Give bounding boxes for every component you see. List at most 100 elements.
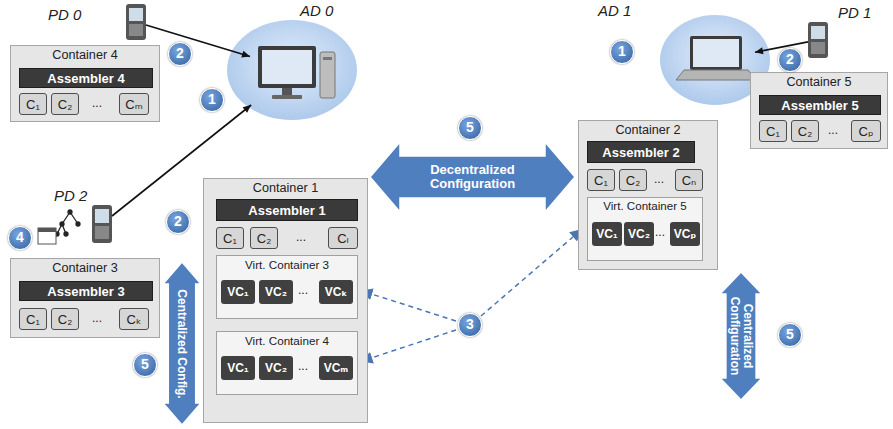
- device-label: PD 0: [48, 6, 81, 23]
- callout-number: 5: [133, 353, 157, 377]
- virtual-container: Virt. Container 5 VC₁ VC₂ VCₚ: [587, 197, 703, 261]
- box-label: Cₖ: [127, 312, 142, 327]
- box-label: VC₂: [265, 361, 287, 375]
- device-icon: AD 0: [250, 35, 340, 105]
- component-box: Cₖ: [119, 308, 149, 330]
- container-title: Virt. Container 5: [588, 198, 702, 212]
- virtual-component: VCₖ: [319, 280, 353, 304]
- container-title: Container 4: [11, 46, 159, 62]
- device-label: AD 1: [598, 2, 631, 19]
- box-label: Cₘ: [125, 97, 143, 112]
- callout-number: 5: [778, 323, 802, 347]
- callout-number: 2: [168, 42, 192, 66]
- double-arrow: [720, 272, 762, 400]
- container-box: Container 3 Assembler 3 C₁ C₂ Cₖ: [10, 258, 160, 338]
- component-box: C₂: [51, 308, 79, 330]
- box-label: VCₚ: [674, 227, 696, 241]
- component-box: C₂: [51, 93, 79, 115]
- virtual-component: VCₚ: [670, 222, 700, 246]
- virtual-component: VC₂: [624, 222, 654, 246]
- assembler-box: Assembler 5: [759, 95, 881, 115]
- virtual-component: VC₂: [259, 280, 293, 304]
- container-title: Container 3: [11, 259, 159, 275]
- virtual-container: Virt. Container 3 VC₁ VC₂ VCₖ: [216, 255, 358, 319]
- box-label: C₂: [798, 124, 812, 139]
- box-label: C₁: [26, 312, 40, 327]
- box-label: C₂: [257, 231, 271, 246]
- container-box: Container 1 Assembler 1 C₁ C₂ CₗVirt. Contai…: [203, 178, 368, 423]
- device-label: AD 0: [300, 2, 333, 19]
- virtual-container: Virt. Container 4 VC₁ VC₂ VCₘ: [216, 331, 358, 395]
- config-arrow: Decentralized Configuration: [370, 142, 575, 212]
- box-label: C₂: [626, 173, 640, 188]
- double-arrow: [370, 142, 575, 212]
- box-label: C₁: [594, 173, 608, 188]
- container-title: Container 5: [751, 73, 887, 89]
- component-box: C₁: [19, 308, 47, 330]
- double-arrow: [163, 262, 201, 425]
- virtual-component: VCₘ: [319, 356, 353, 380]
- box-label: VC₂: [628, 227, 650, 241]
- ellipsis: ...: [828, 119, 838, 141]
- ellipsis: ...: [92, 92, 102, 114]
- box-label: Assembler 5: [781, 98, 858, 113]
- calendar-icon: [38, 228, 56, 244]
- config-arrow: Centralized Config.: [163, 262, 201, 425]
- component-box: C₂: [791, 120, 819, 142]
- assembler-box: Assembler 3: [19, 281, 153, 301]
- box-label: C₂: [58, 312, 72, 327]
- assembler-box: Assembler 2: [587, 141, 695, 163]
- assembler-box: Assembler 1: [216, 199, 358, 221]
- component-box: Cₗ: [328, 227, 358, 249]
- container-title: Container 1: [204, 179, 367, 195]
- arrowhead: [755, 47, 764, 54]
- virtual-component: VC₁: [221, 356, 255, 380]
- container-title: Virt. Container 4: [217, 332, 357, 347]
- container-box: Container 4 Assembler 4 C₁ C₂ Cₘ: [10, 45, 160, 122]
- box-label: Centralized Config.: [176, 286, 189, 401]
- box-label: Assembler 3: [47, 284, 124, 299]
- assembler-box: Assembler 4: [19, 68, 153, 88]
- callout-number: 1: [200, 88, 224, 112]
- container-box: Container 2Assembler 2C₁C₂CₙVirt. Contai…: [578, 120, 718, 270]
- component-box: C₁: [587, 169, 615, 191]
- component-box: C₂: [250, 227, 278, 249]
- callout-number: 3: [458, 313, 482, 337]
- ellipsis: ...: [654, 168, 664, 190]
- callout-number: 2: [778, 48, 802, 72]
- laptop-icon: [676, 36, 756, 80]
- ad0-halo: [227, 20, 357, 120]
- device-icon: AD 1: [675, 35, 755, 85]
- virtual-component: VC₁: [221, 280, 255, 304]
- component-box: C₁: [216, 227, 244, 249]
- container-title: Container 2: [579, 121, 717, 137]
- device-label: PD 2: [54, 187, 87, 204]
- callout-number: 2: [166, 210, 190, 234]
- box-label: VCₘ: [324, 361, 349, 375]
- box-label: Cₗ: [337, 231, 349, 246]
- box-label: VCₖ: [325, 285, 348, 299]
- box-label: VC₁: [227, 361, 249, 375]
- component-box: Cₚ: [851, 120, 881, 142]
- container-title: Virt. Container 3: [217, 256, 357, 271]
- ellipsis: ...: [92, 307, 102, 329]
- box-label: Assembler 4: [47, 71, 124, 86]
- device-icon: PD 0: [126, 4, 146, 40]
- connector: [146, 25, 250, 56]
- component-box: Cₘ: [119, 93, 149, 115]
- arrowhead: [241, 51, 250, 58]
- ellipsis: ...: [298, 354, 308, 378]
- ellipsis: ...: [655, 220, 665, 244]
- desktop-icon: [258, 46, 335, 99]
- callout-number: 4: [8, 226, 32, 250]
- container-box: Container 5 Assembler 5 C₁ C₂ Cₚ: [750, 72, 888, 149]
- box-label: VC₁: [596, 227, 618, 241]
- box-label: Assembler 1: [248, 203, 325, 218]
- component-box: C₁: [759, 120, 787, 142]
- box-label: VC₁: [227, 285, 249, 299]
- tree-icon: [55, 210, 80, 236]
- box-label: C₁: [26, 97, 40, 112]
- device-label: PD 1: [838, 4, 871, 21]
- box-label: C₁: [223, 231, 237, 246]
